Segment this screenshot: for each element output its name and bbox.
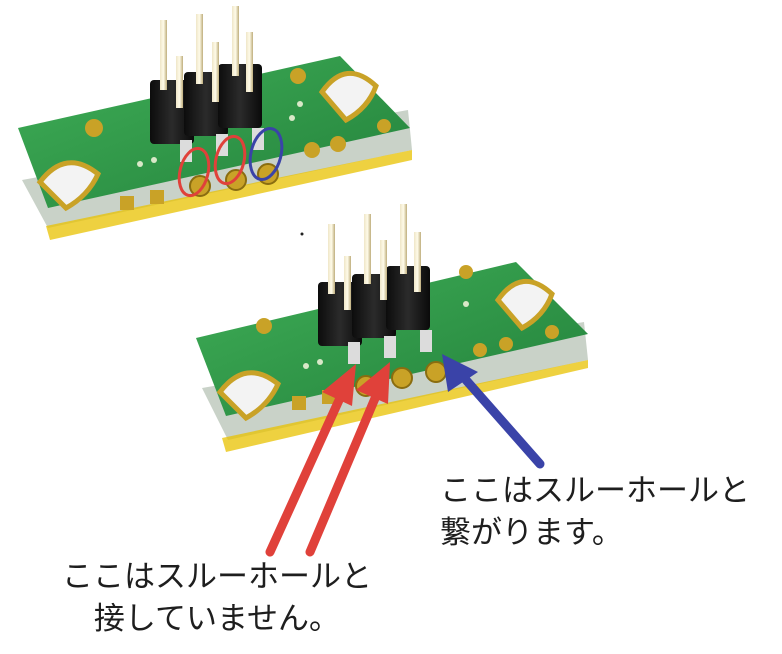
- pin-top-2b: [212, 42, 219, 102]
- via-bottom-3: [463, 301, 469, 307]
- via-top-3: [297, 101, 303, 107]
- pad-top-5: [377, 119, 391, 133]
- pad-top-3: [304, 142, 320, 158]
- pin-bottom-2b: [380, 240, 387, 300]
- lead-bottom-1: [348, 342, 360, 364]
- via-bottom-1: [303, 363, 309, 369]
- pin-bottom-3b: [414, 232, 421, 292]
- pin-top-2a: [196, 14, 203, 84]
- caption-not-connected-line2: 接していません。: [93, 601, 341, 637]
- slot-right-top: [318, 70, 379, 124]
- pin-top-3a: [232, 6, 239, 76]
- pcb-yellow-edge-bottom: [222, 360, 588, 452]
- pad-bottom-7: [391, 367, 413, 389]
- pin-bottom-1a: [328, 224, 335, 294]
- via-top-2: [151, 157, 157, 163]
- via-top-4: [289, 115, 295, 121]
- pad-bottom-8: [425, 361, 447, 383]
- caption-connected: ここはスルーホールと 繋がります。: [440, 470, 750, 554]
- slot-left-bottom: [216, 370, 282, 422]
- via-top-1: [137, 161, 143, 167]
- pin-bottom-3a: [400, 204, 407, 274]
- pin-top-3b: [246, 32, 253, 92]
- pad-square-top-1: [120, 196, 134, 210]
- pcb-board-bottom: [196, 204, 588, 452]
- caption-connected-line1: ここはスルーホールと: [440, 473, 750, 509]
- via-bottom-2: [317, 359, 323, 365]
- blue-circle-icon: [248, 127, 284, 181]
- red-circle-icon: [177, 146, 211, 198]
- lead-top-1: [180, 140, 192, 162]
- pad-bottom-3: [473, 343, 487, 357]
- pin-bottom-1b: [344, 256, 351, 310]
- slot-right-bottom: [494, 278, 555, 332]
- pcb-yellow-edge-top: [46, 150, 412, 240]
- header-body-bottom-3: [386, 266, 430, 330]
- red-arrow-icon: [305, 362, 390, 557]
- pad-top-8: [257, 163, 279, 185]
- caption-not-connected-line1: ここはスルーホールと: [62, 559, 372, 595]
- blue-arrow-icon: [442, 354, 545, 469]
- pad-top-1: [85, 119, 103, 137]
- pad-bottom-4: [499, 337, 513, 351]
- slot-left-top: [36, 160, 102, 212]
- pin-bottom-2a: [364, 214, 371, 284]
- pad-bottom-1: [256, 318, 272, 334]
- pad-bottom-5: [545, 325, 559, 339]
- pad-square-bottom-1: [292, 396, 306, 410]
- red-circle-icon: [213, 134, 247, 186]
- lead-bottom-2: [384, 336, 396, 358]
- caption-not-connected: ここはスルーホールと 接していません。: [62, 556, 372, 640]
- pin-top-1a: [160, 20, 167, 90]
- header-body-top-3: [218, 64, 262, 128]
- pad-bottom-2: [459, 265, 473, 279]
- red-arrow-icon: [265, 364, 356, 557]
- pcb-board-top: [18, 6, 412, 240]
- dust-dot: [300, 232, 304, 236]
- pad-top-4: [330, 136, 346, 152]
- pad-top-2: [290, 68, 306, 84]
- caption-connected-line2: 繋がります。: [440, 515, 623, 551]
- pad-square-top-2: [150, 190, 164, 204]
- pin-top-1b: [176, 56, 183, 108]
- lead-bottom-3: [420, 330, 432, 352]
